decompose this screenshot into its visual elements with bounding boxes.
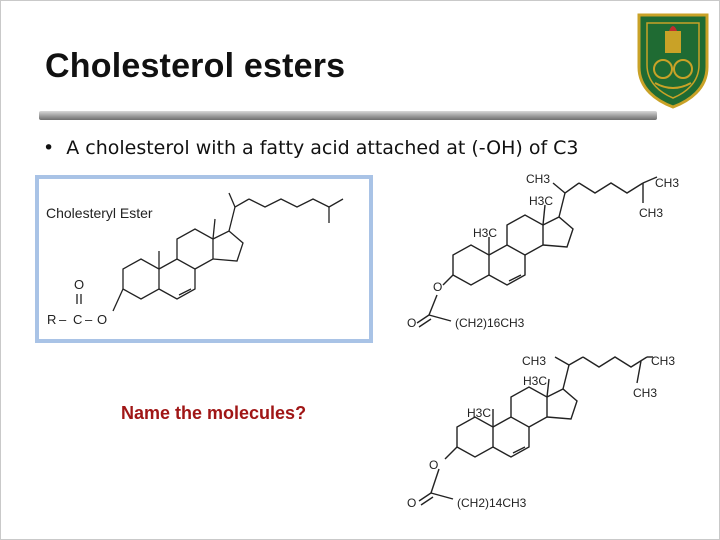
atom-o-ester: O <box>97 312 107 327</box>
bullet-point: • A cholesterol with a fatty acid attache… <box>43 137 579 159</box>
ch3-label-3: CH3 <box>633 386 657 400</box>
h3c-label-2: H3C <box>467 406 491 420</box>
h3c-label-1: H3C <box>529 194 553 208</box>
cholesteryl-stearate-structure: CH3 CH3 CH3 H3C H3C O O (CH2)16CH3 <box>407 172 679 330</box>
bullet-marker: • <box>43 137 55 159</box>
cholesteryl-palmitate-structure: CH3 CH3 CH3 H3C H3C O O (CH2)14CH3 <box>407 354 675 510</box>
h3c-label-1: H3C <box>523 374 547 388</box>
oxygen-label-2: O <box>407 496 416 510</box>
atom-c: C <box>73 312 82 327</box>
atom-r: R <box>47 312 56 327</box>
university-crest-icon <box>633 9 713 114</box>
fatty-acid-tail: (CH2)16CH3 <box>455 316 525 330</box>
ch3-label-2: CH3 <box>651 354 675 368</box>
slide-title: Cholesterol esters <box>45 47 346 85</box>
fatty-acid-tail: (CH2)14CH3 <box>457 496 527 510</box>
question-prompt: Name the molecules? <box>121 403 307 423</box>
ch3-label-1: CH3 <box>526 172 550 186</box>
ch3-label-1: CH3 <box>522 354 546 368</box>
cholesteryl-ester-diagram: Cholesteryl Ester <box>35 175 373 343</box>
h3c-label-2: H3C <box>473 226 497 240</box>
atom-o-carbonyl: O <box>74 277 84 292</box>
oxygen-label-1: O <box>429 458 438 472</box>
bond-dash-1: – <box>59 312 67 327</box>
diagram-label: Cholesteryl Ester <box>46 205 153 221</box>
bond-dash-2: – <box>85 312 93 327</box>
title-divider <box>39 111 657 120</box>
ch3-label-3: CH3 <box>639 206 663 220</box>
bullet-text: A cholesterol with a fatty acid attached… <box>66 137 579 159</box>
ch3-label-2: CH3 <box>655 176 679 190</box>
oxygen-label-1: O <box>433 280 442 294</box>
oxygen-label-2: O <box>407 316 416 330</box>
cholesteryl-ester-structure: O R – C – O <box>47 192 344 327</box>
